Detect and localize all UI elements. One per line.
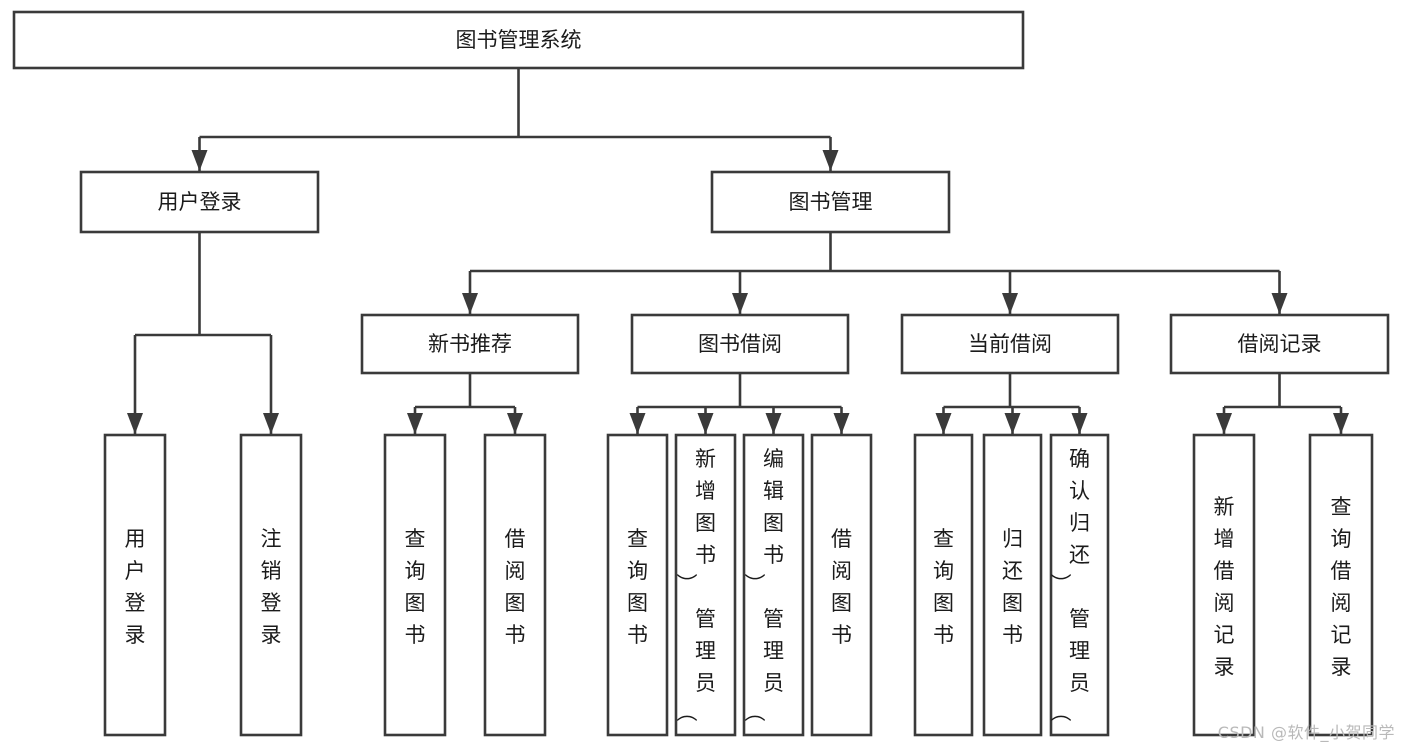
node-leaf-5[interactable]: 新增图书（管理员）	[674, 433, 737, 737]
node-label: 新增借阅记录	[1214, 495, 1235, 679]
node-leaf-0[interactable]: 用户登录	[103, 433, 167, 737]
node-label: 新书推荐	[428, 332, 512, 356]
node-box	[710, 170, 951, 234]
node-label: 归还图书	[1002, 527, 1023, 647]
node-box	[742, 433, 805, 737]
node-leaf-3[interactable]: 借阅图书	[483, 433, 547, 737]
node-box	[103, 433, 167, 737]
arrow-head-icon	[1004, 413, 1021, 434]
node-label: 借阅图书	[831, 527, 852, 647]
node-leaf-2[interactable]: 查询图书	[383, 433, 447, 737]
node-box	[1192, 433, 1256, 737]
node-level3-0[interactable]: 新书推荐	[360, 313, 580, 375]
node-label: 用户登录	[158, 190, 242, 214]
node-box	[483, 433, 547, 737]
arrow-head-icon	[263, 413, 279, 434]
arrow-head-icon	[507, 413, 523, 434]
node-label: 借阅图书	[505, 527, 526, 647]
node-box	[239, 433, 303, 737]
node-label: 查询图书	[627, 527, 648, 647]
arrow-head-icon	[732, 293, 748, 314]
node-label: 借阅记录	[1238, 332, 1322, 356]
node-box	[1308, 433, 1374, 737]
watermark-label: CSDN @软件_小贺同学	[1217, 723, 1395, 742]
node-leaf-1[interactable]: 注销登录	[239, 433, 303, 737]
node-box	[810, 433, 873, 737]
node-label: 图书借阅	[698, 332, 782, 356]
node-leaf-7[interactable]: 借阅图书	[810, 433, 873, 737]
node-label: 用户登录	[125, 527, 146, 647]
arrow-head-icon	[191, 150, 208, 171]
arrow-head-icon	[1333, 413, 1349, 434]
node-label: 查询借阅记录	[1331, 495, 1352, 679]
arrow-head-icon	[822, 150, 839, 171]
node-box	[630, 313, 850, 375]
node-leaf-6[interactable]: 编辑图书（管理员）	[742, 433, 805, 737]
node-box	[12, 10, 1025, 70]
node-leaf-8[interactable]: 查询图书	[913, 433, 974, 737]
arrow-head-icon	[1002, 293, 1018, 314]
node-box	[360, 313, 580, 375]
node-label: 图书管理系统	[456, 28, 582, 52]
node-box	[913, 433, 974, 737]
node-leaf-4[interactable]: 查询图书	[606, 433, 669, 737]
node-level2-1[interactable]: 图书管理	[710, 170, 951, 234]
arrow-head-icon	[1216, 413, 1232, 434]
arrow-head-icon	[1071, 413, 1088, 434]
arrow-head-icon	[935, 413, 952, 434]
node-box	[1169, 313, 1390, 375]
arrow-head-icon	[765, 413, 782, 434]
arrow-head-icon	[697, 413, 714, 434]
arrow-head-icon	[407, 413, 423, 434]
node-box	[982, 433, 1043, 737]
node-box	[674, 433, 737, 737]
arrow-head-icon	[833, 413, 850, 434]
node-label: 当前借阅	[968, 332, 1052, 356]
connectors-layer	[127, 68, 1349, 434]
arrow-head-icon	[462, 293, 478, 314]
node-label: 图书管理	[789, 190, 873, 214]
node-level3-2[interactable]: 当前借阅	[900, 313, 1120, 375]
node-label: 注销登录	[261, 527, 282, 647]
node-level2-0[interactable]: 用户登录	[79, 170, 320, 234]
nodes-layer: 图书管理系统用户登录图书管理新书推荐图书借阅当前借阅借阅记录用户登录注销登录查询…	[12, 10, 1390, 737]
node-label: 查询图书	[405, 527, 426, 647]
arrow-head-icon	[629, 413, 646, 434]
node-label: 编辑图书（管理员）	[744, 447, 784, 722]
node-root[interactable]: 图书管理系统	[12, 10, 1025, 70]
node-level3-3[interactable]: 借阅记录	[1169, 313, 1390, 375]
arrow-head-icon	[127, 413, 143, 434]
node-label: 确认归还（管理员）	[1050, 447, 1090, 722]
node-label: 查询图书	[933, 527, 954, 647]
node-box	[1049, 433, 1110, 737]
arrow-head-icon	[1271, 293, 1288, 314]
node-box	[900, 313, 1120, 375]
node-leaf-12[interactable]: 查询借阅记录	[1308, 433, 1374, 737]
node-level3-1[interactable]: 图书借阅	[630, 313, 850, 375]
node-leaf-10[interactable]: 确认归还（管理员）	[1049, 433, 1110, 737]
node-leaf-11[interactable]: 新增借阅记录	[1192, 433, 1256, 737]
node-box	[606, 433, 669, 737]
node-box	[383, 433, 447, 737]
node-box	[79, 170, 320, 234]
node-leaf-9[interactable]: 归还图书	[982, 433, 1043, 737]
node-label: 新增图书（管理员）	[676, 447, 716, 722]
